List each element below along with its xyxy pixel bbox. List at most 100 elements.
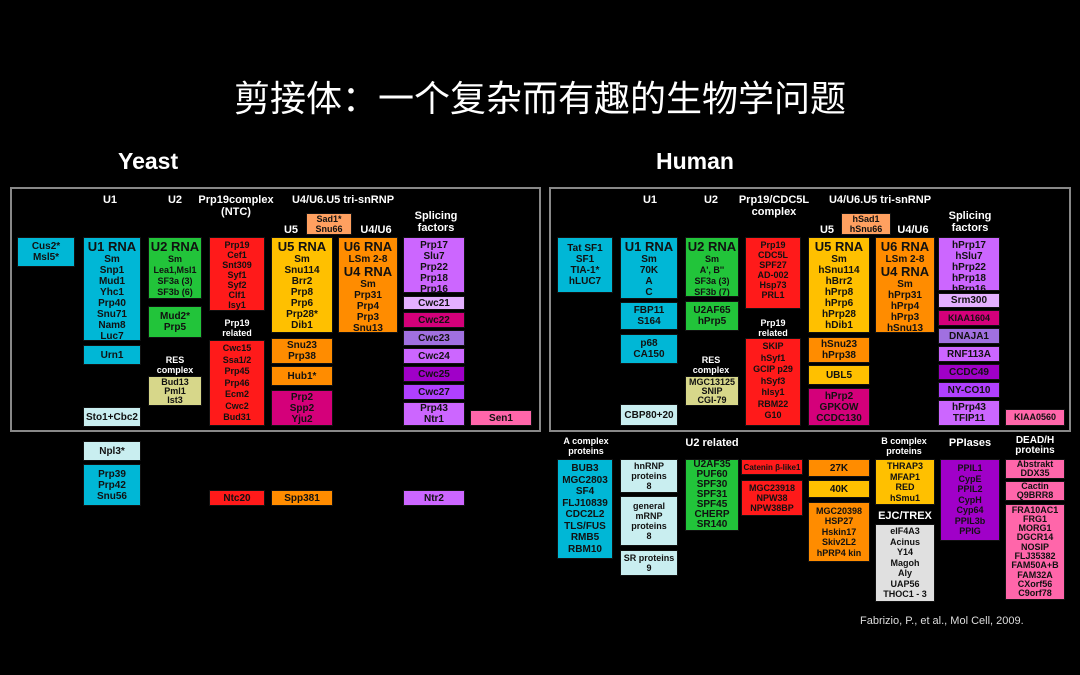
human-ejc-box: eIF4A3 Acinus Y14 Magoh Aly UAP56 THOC1 … <box>875 524 935 602</box>
human-srm300-box: Srm300 <box>938 293 1000 308</box>
yeast-sen1-box: Sen1 <box>470 410 532 426</box>
human-prp19-box: Prp19 CDC5L SPF27 AD-002 Hsp73 PRL1 <box>745 237 801 309</box>
yeast-header-tri-snrnp: U4/U6.U5 tri-snRNP <box>291 194 395 206</box>
human-dnaja1-box: DNAJA1 <box>938 328 1000 344</box>
human-header-u1: U1 <box>642 194 658 206</box>
human-27k-box: 27K <box>808 459 870 477</box>
yeast-u1rna-title: U1 RNA <box>87 239 137 254</box>
yeast-prp19-box: Prp19 Cef1 Snt309 Syf1 Syf2 Clf1 Isy1 <box>209 237 265 311</box>
yeast-header-u5: U5 <box>283 224 299 236</box>
yeast-u4rna-list: Sm Prp31 Prp4 Prp3 Snu13 <box>352 279 383 333</box>
yeast-header-splicing: Splicing factors <box>414 210 458 234</box>
human-res-box: MGC13125 SNIP CGI-79 <box>685 376 739 406</box>
human-u5rna-list: Sm hSnu114 hBrr2 hPrp8 hPrp6 hPrp28 hDib… <box>818 254 860 331</box>
human-splicing-top-box: hPrp17 hSlu7 hPrp22 hPrp18 hPrp16 <box>938 237 1000 291</box>
yeast-header-u2: U2 <box>167 194 183 206</box>
yeast-header-res: RES complex <box>156 355 194 375</box>
yeast-res-box: Bud13 Pml1 Ist3 <box>148 376 202 406</box>
human-general-mrnp-box: general mRNP proteins 8 <box>620 496 678 546</box>
yeast-u6u4-box: U6 RNA LSm 2-8 U4 RNA Sm Prp31 Prp4 Prp3… <box>338 237 398 333</box>
human-header-prp19: Prp19/CDC5L complex <box>738 194 810 218</box>
yeast-cwc25-box: Cwc25 <box>403 366 465 382</box>
yeast-u2rna-list: Sm Lea1,Msl1 SF3a (3) SF3b (6) <box>153 254 197 297</box>
yeast-header-prp19-related: Prp19 related <box>222 318 252 338</box>
human-cactin-box: Cactin Q9BRR8 <box>1005 481 1065 501</box>
human-u6rna-lsm: LSm 2-8 <box>885 254 925 265</box>
yeast-u2rna-title: U2 RNA <box>150 239 200 254</box>
human-u2rna-list: Sm A', B'' SF3a (3) SF3b (7) <box>694 254 730 297</box>
human-prp19-related-box: SKIP hSyf1 GCIP p29 hSyf3 hIsy1 RBM22 G1… <box>745 338 801 426</box>
human-hsnu23-box: hSnu23 hPrp38 <box>808 337 870 363</box>
human-sr-proteins-box: SR proteins 9 <box>620 550 678 576</box>
human-nyco10-box: NY-CO10 <box>938 382 1000 398</box>
human-kiaa0560-box: KIAA0560 <box>1005 409 1065 426</box>
yeast-cwc22-box: Cwc22 <box>403 312 465 328</box>
human-header-dead-h: DEAD/H proteins <box>1015 435 1055 456</box>
human-u2af65-box: U2AF65 hPrp5 <box>685 301 739 331</box>
yeast-cwc27-box: Cwc27 <box>403 384 465 400</box>
human-u1rna-box: U1 RNA Sm 70K A C <box>620 237 678 299</box>
human-ppiases-box: PPIL1 CypE PPIL2 CypH Cyp64 PPIL3b PPIG <box>940 459 1000 541</box>
yeast-prp39-box: Prp39 Prp42 Snu56 <box>83 464 141 506</box>
yeast-hub1-box: Hub1* <box>271 366 333 386</box>
human-kiaa1604-box: KIAA1604 <box>938 310 1000 326</box>
yeast-u1rna-box: U1 RNA Sm Snp1 Mud1 Yhc1 Prp40 Snu71 Nam… <box>83 237 141 341</box>
yeast-cwc23-box: Cwc23 <box>403 330 465 346</box>
human-u5rna-title: U5 RNA <box>814 239 864 254</box>
yeast-prp19-related-box: Cwc15 Ssa1/2 Prp45 Prp46 Ecm2 Cwc2 Bud31 <box>209 340 265 426</box>
yeast-ntc20-box: Ntc20 <box>209 490 265 506</box>
yeast-cus2-box: Cus2* Msl5* <box>17 237 75 267</box>
human-p68-box: p68 CA150 <box>620 334 678 364</box>
human-frame <box>549 187 1071 432</box>
yeast-snu23-box: Snu23 Prp38 <box>271 338 333 364</box>
human-header-res: RES complex <box>692 355 730 375</box>
human-hprp43-box: hPrp43 TFIP11 <box>938 400 1000 426</box>
yeast-u5rna-box: U5 RNA Sm Snu114 Brr2 Prp8 Prp6 Prp28* D… <box>271 237 333 333</box>
human-u2rna-box: U2 RNA Sm A', B'' SF3a (3) SF3b (7) <box>685 237 739 297</box>
human-header-ppiases: PPIases <box>948 437 992 449</box>
human-title: Human <box>656 148 734 174</box>
human-a-complex-box: BUB3 MGC2803 SF4 FLJ10839 CDC2L2 TLS/FUS… <box>557 459 613 559</box>
human-u6rna-title: U6 RNA <box>880 239 930 254</box>
yeast-header-u1: U1 <box>102 194 118 206</box>
yeast-u1rna-list: Sm Snp1 Mud1 Yhc1 Prp40 Snu71 Nam8 Luc7 <box>96 254 127 341</box>
yeast-ntr2-box: Ntr2 <box>403 490 465 506</box>
human-cbp80-box: CBP80+20 <box>620 404 678 426</box>
human-header-u2-related: U2 related <box>685 437 739 449</box>
human-catenin-box: Catenin β-like1 <box>741 459 803 475</box>
slide-title: 剪接体：一个复杂而有趣的生物学问题 <box>233 79 846 120</box>
human-header-b-complex: B complex proteins <box>881 436 927 456</box>
human-header-u2: U2 <box>703 194 719 206</box>
yeast-sad1-box: Sad1* Snu66 <box>306 213 352 235</box>
yeast-npl3-box: Npl3* <box>83 441 141 461</box>
human-u4rna-list: Sm hPrp31 hPrp4 hPrp3 hSnu13 <box>886 279 924 333</box>
human-u1rna-list: Sm 70K A C <box>639 254 659 298</box>
citation: Fabrizio, P., et al., Mol Cell, 2009. <box>860 615 1024 627</box>
human-hsad1-box: hSad1 hSnu66 <box>841 213 891 235</box>
human-header-u4u6: U4/U6 <box>897 224 929 236</box>
human-u6u4-box: U6 RNA LSm 2-8 U4 RNA Sm hPrp31 hPrp4 hP… <box>875 237 935 333</box>
human-u5rna-box: U5 RNA Sm hSnu114 hBrr2 hPrp8 hPrp6 hPrp… <box>808 237 870 333</box>
yeast-title: Yeast <box>118 148 179 174</box>
human-40k-box: 40K <box>808 480 870 498</box>
yeast-prp43-box: Prp43 Ntr1 <box>403 402 465 426</box>
yeast-header-prp19: Prp19complex (NTC) <box>198 194 274 218</box>
yeast-u6rna-lsm: LSm 2-8 <box>348 254 388 265</box>
human-header-u5: U5 <box>819 224 835 236</box>
yeast-frame <box>10 187 541 432</box>
yeast-u5rna-title: U5 RNA <box>277 239 327 254</box>
yeast-u2rna-box: U2 RNA Sm Lea1,Msl1 SF3a (3) SF3b (6) <box>148 237 202 299</box>
human-mgc20398-box: MGC20398 HSP27 Hskin17 Skiv2L2 hPRP4 kin <box>808 502 870 562</box>
yeast-cwc21-box: Cwc21 <box>403 296 465 310</box>
human-fra10ac1-box: FRA10AC1 FRG1 MORG1 DGCR14 NOSIP FLJ3538… <box>1005 504 1065 600</box>
human-header-ejc: EJC/TREX <box>878 510 932 522</box>
human-ubl5-box: UBL5 <box>808 365 870 385</box>
human-header-splicing: Splicing factors <box>948 210 992 234</box>
human-u2af35-box: U2AF35 PUF60 SPF30 SPF31 SPF45 CHERP SR1… <box>685 459 739 531</box>
human-fbp11-box: FBP11 S164 <box>620 302 678 330</box>
human-u4rna-title: U4 RNA <box>880 264 930 279</box>
human-rnf113a-box: RNF113A <box>938 346 1000 362</box>
human-deadh-box: Abstrakt DDX35 <box>1005 459 1065 479</box>
human-b-complex-box: THRAP3 MFAP1 RED hSmu1 <box>875 459 935 505</box>
human-header-tri-snrnp: U4/U6.U5 tri-snRNP <box>828 194 932 206</box>
